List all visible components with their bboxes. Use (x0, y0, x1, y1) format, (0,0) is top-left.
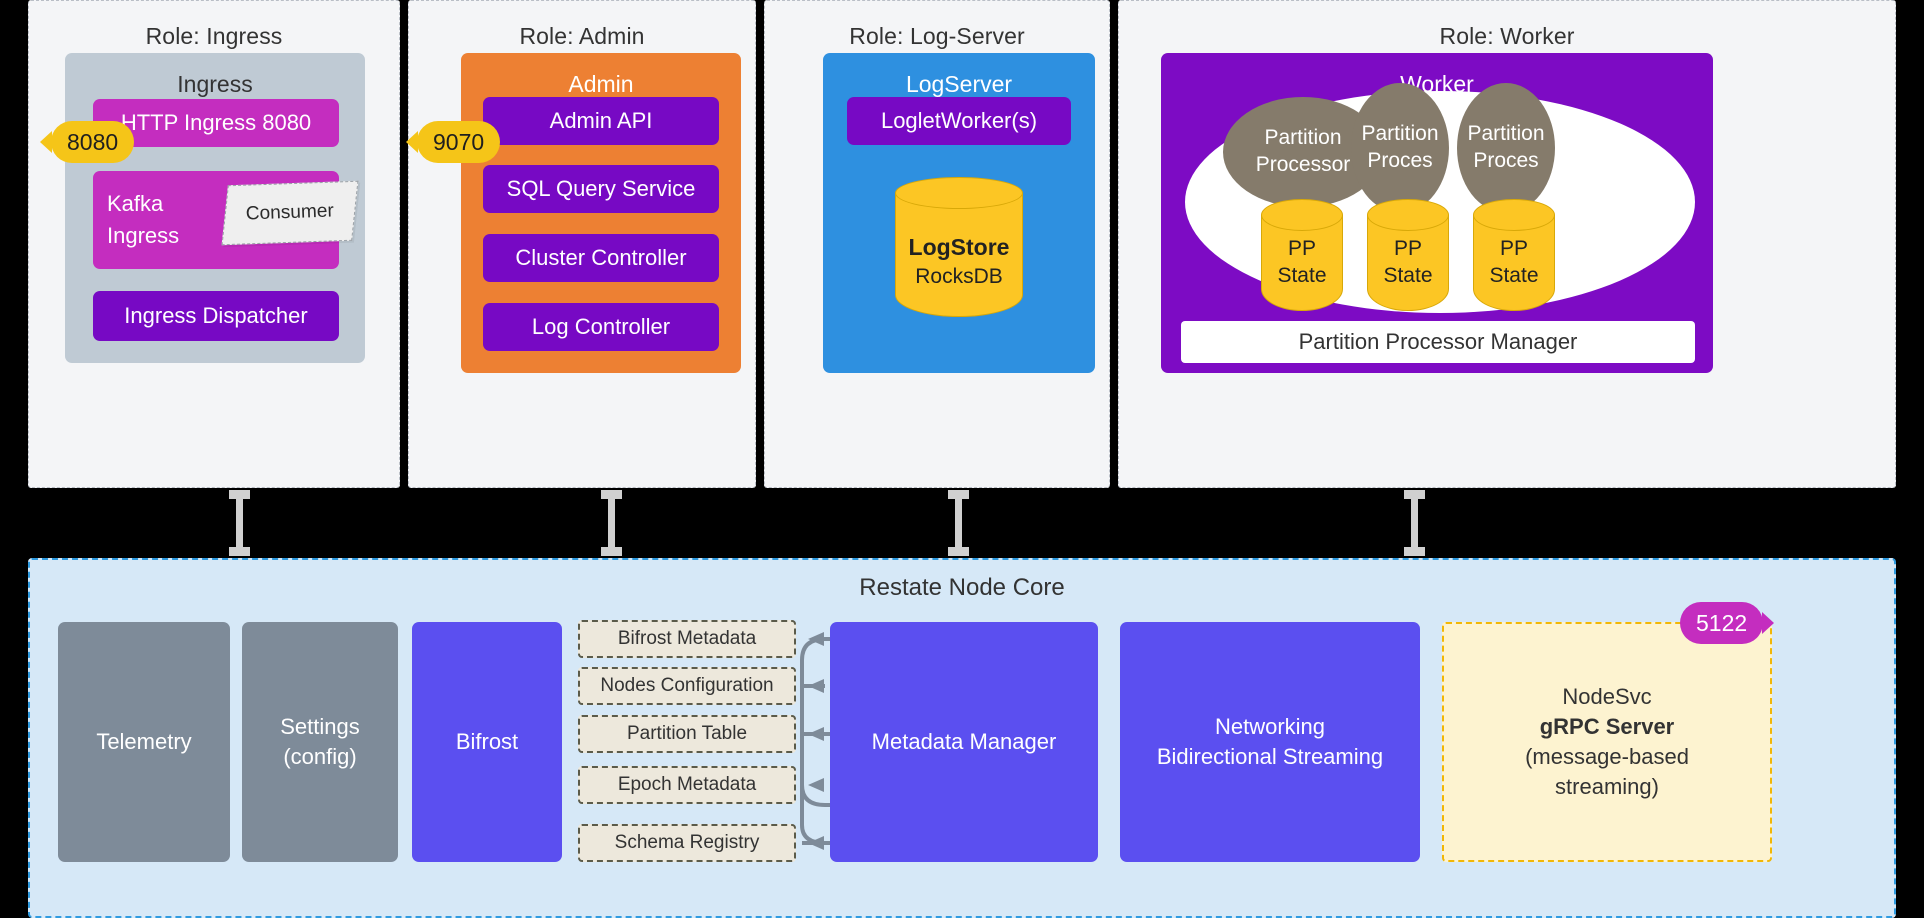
core-box-metadata-manager[interactable]: Metadata Manager (830, 622, 1098, 862)
port-badge-9070: 9070 (417, 121, 501, 163)
kafka-consumer-label: Consumer (245, 200, 335, 225)
connector-cap-bottom (229, 547, 250, 556)
meta-item-partition-table[interactable]: Partition Table (578, 715, 796, 753)
meta-item-nodes-configuration[interactable]: Nodes Configuration (578, 667, 796, 705)
role-lane-worker: Role: Worker Worker Partition Processor … (1118, 0, 1896, 488)
admin-card-title: Admin (568, 71, 634, 97)
connector-ingress (229, 490, 250, 556)
meta-item-epoch-metadata[interactable]: Epoch Metadata (578, 766, 796, 804)
connector-worker (1404, 490, 1425, 556)
role-lane-log-server: Role: Log-Server LogServer LogletWorker(… (764, 0, 1110, 488)
role-label-worker: Role: Worker (1439, 23, 1575, 49)
ingress-card-title: Ingress (177, 71, 253, 97)
logstore-title: LogStore (908, 234, 1010, 260)
cylinder-top (1261, 199, 1343, 231)
core-box-bifrost[interactable]: Bifrost (412, 622, 562, 862)
connector-cap-top (601, 490, 622, 499)
core-box-nodesvc[interactable]: NodeSvc gRPC Server (message-based strea… (1442, 622, 1772, 862)
meta-item-bifrost-metadata[interactable]: Bifrost Metadata (578, 620, 796, 658)
connector-cap-bottom (948, 547, 969, 556)
nodesvc-line4: streaming) (1555, 773, 1659, 799)
metadata-arrows (800, 632, 830, 850)
partition-processor-1-label: Partition Processor (1255, 126, 1351, 176)
connector-cap-top (229, 490, 250, 499)
partition-processor-2-label: Partition Proces (1361, 122, 1439, 172)
logserver-card: LogServer LogletWorker(s) LogStore Rocks… (823, 53, 1095, 373)
core-title: Restate Node Core (859, 574, 1065, 601)
chip-admin-api[interactable]: Admin API (483, 97, 719, 145)
core-box-settings-line1: Settings (280, 714, 360, 740)
role-label-admin: Role: Admin (519, 23, 645, 49)
logserver-card-title: LogServer (905, 71, 1013, 97)
logstore-subtitle: RocksDB (915, 264, 1003, 288)
core-box-networking-line1: Networking (1214, 714, 1326, 740)
chip-log-controller[interactable]: Log Controller (483, 303, 719, 351)
connector-admin (601, 490, 622, 556)
core-box-settings[interactable]: Settings (config) (242, 622, 398, 862)
logstore-label: LogStore RocksDB (895, 233, 1023, 290)
partition-processor-2[interactable]: Partition Proces (1351, 83, 1449, 213)
cylinder-top (895, 177, 1023, 209)
connector-cap-top (948, 490, 969, 499)
cylinder-top (1473, 199, 1555, 231)
chip-sql-query-service[interactable]: SQL Query Service (483, 165, 719, 213)
cylinder-top (1367, 199, 1449, 231)
port-badge-8080: 8080 (51, 121, 135, 163)
nodesvc-line2: gRPC Server (1539, 714, 1675, 740)
core-box-settings-line2: (config) (283, 744, 357, 769)
roles-row: Role: Ingress Ingress HTTP Ingress 8080 … (28, 0, 1896, 488)
chip-cluster-controller[interactable]: Cluster Controller (483, 234, 719, 282)
connector-log-server (948, 490, 969, 556)
connector-cap-bottom (1404, 547, 1425, 556)
chip-http-ingress[interactable]: HTTP Ingress 8080 (93, 99, 339, 147)
meta-item-schema-registry[interactable]: Schema Registry (578, 824, 796, 862)
logstore-cylinder: LogStore RocksDB (895, 177, 1023, 317)
kafka-consumer-note: Consumer (221, 180, 359, 246)
port-badge-5122: 5122 (1680, 602, 1764, 644)
core-box-networking-line2: Bidirectional Streaming (1156, 744, 1384, 769)
cylinder-body (895, 193, 1023, 317)
partition-processor-3[interactable]: Partition Proces (1457, 83, 1555, 213)
role-lane-admin: Role: Admin Admin Admin API SQL Query Se… (408, 0, 756, 488)
role-label-ingress: Role: Ingress (145, 23, 283, 49)
cylinder-body (1473, 215, 1555, 311)
role-lane-ingress: Role: Ingress Ingress HTTP Ingress 8080 … (28, 0, 400, 488)
cylinder-body (1367, 215, 1449, 311)
connector-cap-top (1404, 490, 1425, 499)
restate-node-core: Restate Node Core Telemetry Settings (co… (28, 558, 1896, 918)
partition-processor-manager[interactable]: Partition Processor Manager (1181, 321, 1695, 363)
role-label-log-server: Role: Log-Server (849, 23, 1025, 49)
core-box-networking[interactable]: Networking Bidirectional Streaming (1120, 622, 1420, 862)
nodesvc-line3: (message-based (1525, 744, 1689, 769)
connector-cap-bottom (601, 547, 622, 556)
cylinder-body (1261, 215, 1343, 311)
partition-processor-3-label: Partition Proces (1467, 122, 1545, 172)
chip-ingress-dispatcher[interactable]: Ingress Dispatcher (93, 291, 339, 341)
nodesvc-line1: NodeSvc (1562, 684, 1652, 710)
core-box-telemetry[interactable]: Telemetry (58, 622, 230, 862)
chip-loglet-worker[interactable]: LogletWorker(s) (847, 97, 1071, 145)
admin-card: Admin Admin API SQL Query Service Cluste… (461, 53, 741, 373)
